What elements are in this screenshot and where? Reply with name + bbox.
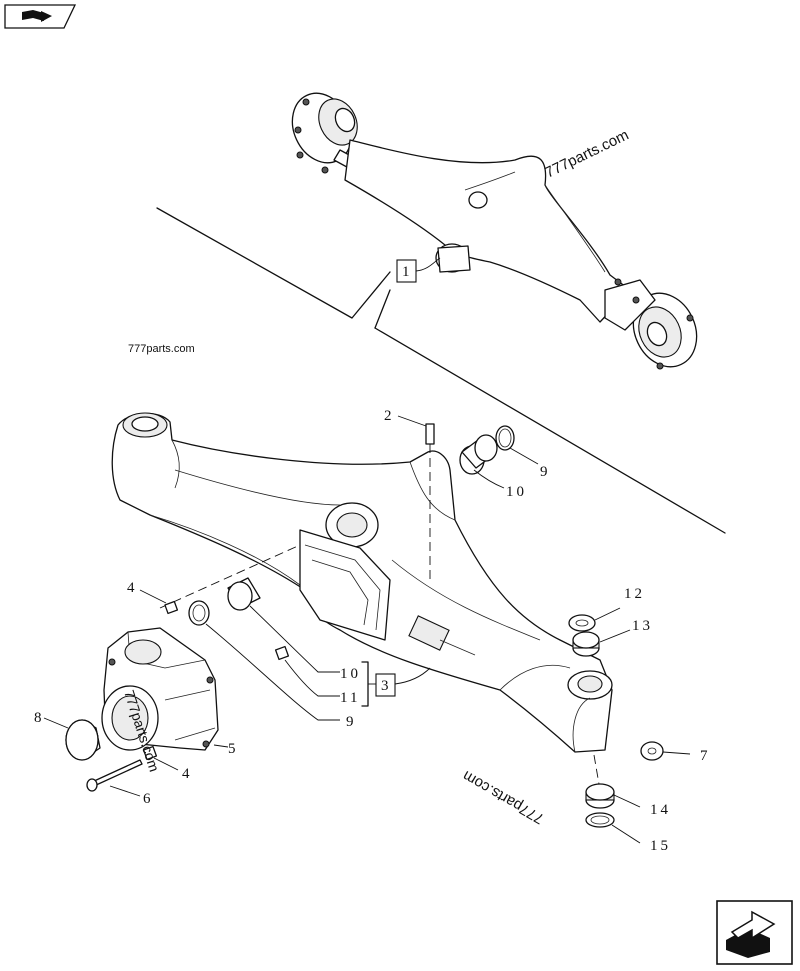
assembled-axle-illustration [291, 92, 698, 370]
callout-9-top: 9 [540, 464, 551, 480]
part-13-bearing [572, 629, 631, 657]
callout-4-bottom: 4 [182, 766, 193, 782]
callout-numbers: 2 9 10 4 12 13 10 11 9 8 5 4 6 7 14 15 [34, 408, 711, 854]
callout-7: 7 [700, 748, 711, 764]
callout-9-mid: 9 [346, 714, 357, 730]
callout-2: 2 [384, 408, 395, 424]
part-5-housing [101, 627, 229, 751]
reference-box-3[interactable]: 3 [361, 661, 431, 707]
callout-15: 15 [650, 838, 671, 854]
part-10-bushing-mid [227, 577, 340, 673]
part-10-bushing-top [459, 434, 505, 489]
part-2-pin [397, 415, 435, 580]
part-7-washer [640, 741, 691, 761]
reference-label-1: 1 [402, 264, 413, 280]
callout-8: 8 [34, 710, 45, 726]
callout-10-mid: 10 [340, 666, 361, 682]
callout-13: 13 [632, 618, 653, 634]
section-separator [156, 207, 726, 534]
part-6-bolt [86, 759, 143, 797]
next-page-arrow-icon[interactable] [716, 900, 793, 965]
assembly-line-left [159, 544, 301, 609]
part-11-pin [274, 645, 340, 697]
watermark-left: 777parts.com [128, 343, 195, 355]
part-12-washer [568, 607, 621, 632]
axle-beam-illustration [111, 412, 613, 753]
watermark-bottom: 777parts.com [460, 767, 547, 827]
callout-12: 12 [624, 586, 645, 602]
part-14-bearing [585, 783, 641, 809]
part-9-ring-mid [188, 600, 340, 721]
part-4-plug-bottom [142, 745, 179, 771]
part-4-plug-top [139, 589, 179, 615]
callout-4-top: 4 [127, 580, 138, 596]
reference-box-1[interactable]: 1 [396, 257, 441, 283]
watermark-top: 777parts.com [542, 126, 631, 181]
callout-14: 14 [650, 802, 671, 818]
book-arrow-icon[interactable] [4, 4, 77, 29]
callout-5: 5 [228, 741, 239, 757]
callout-6: 6 [143, 791, 154, 807]
part-15-ring [585, 812, 641, 844]
reference-label-3: 3 [381, 678, 392, 694]
part-8-cap [43, 717, 101, 761]
callout-10-top: 10 [506, 484, 527, 500]
part-9-ring-top [495, 425, 539, 465]
callout-11: 11 [340, 690, 360, 706]
